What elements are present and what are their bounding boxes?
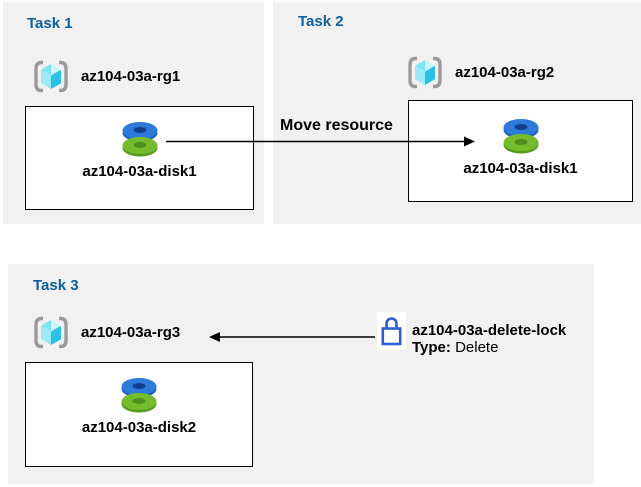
lock-name-label: az104-03a-delete-lock	[412, 322, 567, 339]
task2-resource-name: az104-03a-disk1	[463, 160, 578, 177]
resource-group-icon	[34, 316, 68, 348]
task1-resource-name: az104-03a-disk1	[82, 163, 197, 180]
lock-icon-background	[377, 312, 406, 350]
task3-title: Task 3	[33, 277, 79, 294]
task1-resource-group-name: az104-03a-rg1	[81, 67, 181, 85]
lock-type-value: Delete	[455, 339, 499, 356]
resource-group-icon	[408, 56, 442, 88]
lock-type-key: Type:	[412, 339, 451, 356]
resource-group-icon	[34, 60, 68, 92]
task2-resource-group-name: az104-03a-rg2	[455, 63, 555, 81]
task2-resource-box: az104-03a-disk1	[408, 100, 633, 202]
managed-disk-icon	[503, 119, 538, 154]
task3-panel: Task 3 az104-03a-rg3 az104-03a-disk	[8, 264, 594, 484]
task3-resource-group: az104-03a-rg3	[32, 314, 180, 350]
move-resource-label: Move resource	[280, 117, 393, 134]
delete-lock-icon	[381, 317, 402, 346]
task3-resource-name: az104-03a-disk2	[81, 419, 197, 436]
task1-resource-group: az104-03a-rg1	[32, 58, 180, 94]
managed-disk-icon	[122, 122, 157, 157]
task1-title: Task 1	[27, 15, 73, 32]
lock-type-label: Type: Delete	[412, 339, 498, 356]
task2-title: Task 2	[298, 13, 344, 30]
task3-resource-group-name: az104-03a-rg3	[81, 323, 181, 341]
task1-panel: Task 1 az104-03a-rg1 az104-03a-disk	[3, 2, 264, 224]
task2-panel: Task 2 az104-03a-rg2 az104-03a-disk	[273, 2, 641, 224]
task2-resource-group: az104-03a-rg2	[406, 54, 554, 90]
task1-resource-box: az104-03a-disk1	[25, 106, 254, 210]
task3-resource-box: az104-03a-disk2	[25, 362, 253, 467]
managed-disk-icon	[121, 378, 157, 413]
